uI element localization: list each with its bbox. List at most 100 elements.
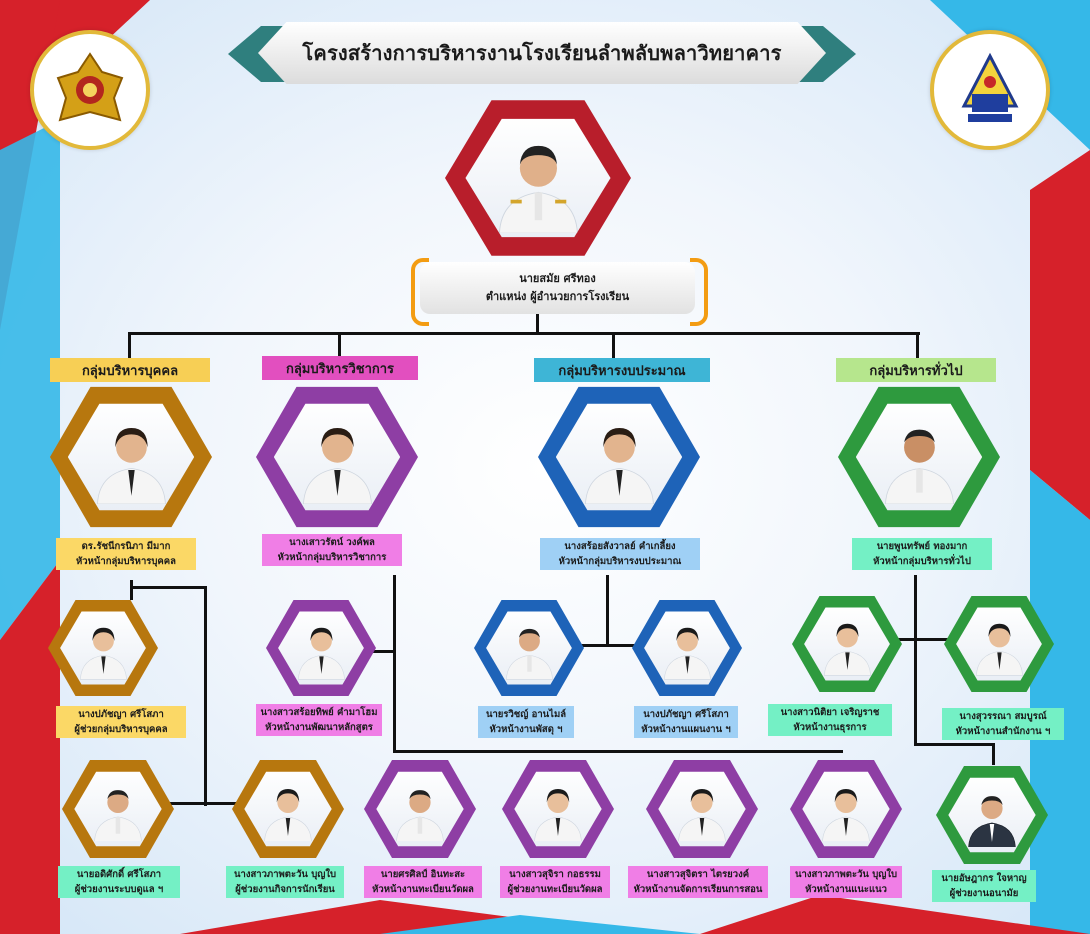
person-avatar xyxy=(884,429,954,504)
pill-left-bracket xyxy=(411,258,429,326)
group-header-budget: กลุ่มบริหารงบประมาณ xyxy=(534,358,710,382)
connector-line xyxy=(916,332,919,358)
head-role: หัวหน้ากลุ่มบริหารทั่วไป xyxy=(873,556,971,567)
staff-photo xyxy=(364,758,476,860)
left-logo xyxy=(30,30,150,150)
director-photo xyxy=(445,97,631,259)
head-name: นางเสาวรัตน์ วงค์พล xyxy=(289,537,375,548)
staff-label: นางสุวรรณา สมบูรณ์ หัวหน้างานสำนักงาน ฯ xyxy=(942,708,1064,740)
head-photo-academic xyxy=(256,384,418,530)
head-label-personnel: ดร.รัชนีกรนิภา มีมาก หัวหน้ากลุ่มบริหารบ… xyxy=(56,538,196,570)
staff-role: ผู้ช่วยงานอนามัย xyxy=(949,888,1019,899)
group-header-personnel: กลุ่มบริหารบุคคล xyxy=(50,358,210,382)
staff-photo xyxy=(502,758,614,860)
connector-line xyxy=(992,743,995,765)
connector-line xyxy=(130,586,206,589)
person-avatar xyxy=(264,788,312,842)
pill-right-bracket xyxy=(690,258,708,326)
head-role: หัวหน้ากลุ่มบริหารงบประมาณ xyxy=(558,556,682,567)
staff-photo xyxy=(944,594,1054,694)
staff-label: นางสาวสร้อยทิพย์ คำมาโฮม หัวหน้างานพัฒนา… xyxy=(256,704,382,736)
staff-photo xyxy=(790,758,902,860)
director-name-plate: นายสมัย ศรีทอง ตำแหน่ง ผู้อำนวยการโรงเรี… xyxy=(420,262,695,314)
staff-role: หัวหน้างานพัฒนาหลักสูตร xyxy=(265,722,373,733)
staff-photo xyxy=(646,758,758,860)
staff-name: นายอดิศักดิ์ ศรีโสภา xyxy=(76,869,162,880)
head-label-budget: นางสร้อยสังวาลย์ คำเกลี้ยง หัวหน้ากลุ่มบ… xyxy=(540,538,700,570)
director-name: นายสมัย ศรีทอง xyxy=(519,272,596,285)
person-avatar xyxy=(396,789,444,842)
person-avatar xyxy=(534,788,582,842)
connector-line xyxy=(570,644,650,647)
head-photo-general xyxy=(838,384,1000,530)
person-avatar xyxy=(823,623,871,676)
school-emblem-icon xyxy=(961,52,1019,122)
staff-role: หัวหน้างานพัสดุ ฯ xyxy=(489,724,563,735)
staff-name: นางสาวสุจิตรา ไตรยวงค์ xyxy=(646,869,750,880)
page-title: โครงสร้างการบริหารงานโรงเรียนลำพลับพลาวิ… xyxy=(302,41,782,65)
person-avatar xyxy=(975,623,1023,676)
staff-name: นางปภัชญา ศรีโสภา xyxy=(643,709,729,720)
banner-plate: โครงสร้างการบริหารงานโรงเรียนลำพลับพลาวิ… xyxy=(258,22,826,84)
director-position: ตำแหน่ง ผู้อำนวยการโรงเรียน xyxy=(485,290,630,303)
head-name: ดร.รัชนีกรนิภา มีมาก xyxy=(81,541,171,552)
staff-role: ผู้ช่วยงานระบบดูแล ฯ xyxy=(74,884,164,895)
staff-name: นางสาวสุจิรา กอธรรม xyxy=(509,869,601,880)
staff-label: นางสาวนิติยา เจริญราช หัวหน้างานธุรการ xyxy=(768,704,892,736)
staff-label: นายรวิชญ์ อานไมล์ หัวหน้างานพัสดุ ฯ xyxy=(478,706,574,738)
right-logo xyxy=(930,30,1050,150)
staff-label: นางสาวสุจิตรา ไตรยวงค์ หัวหน้างานจัดการเ… xyxy=(628,866,768,898)
crest-icon xyxy=(56,52,124,122)
staff-label: นายอัษฎากร ใจหาญ ผู้ช่วยงานอนามัย xyxy=(932,870,1036,902)
staff-label: นางปภัชญา ศรีโสภา หัวหน้างานแผนงาน ฯ xyxy=(634,706,738,738)
staff-role: หัวหน้างานธุรการ xyxy=(793,722,867,733)
person-avatar xyxy=(96,427,166,504)
staff-photo xyxy=(266,598,376,698)
head-name: นางสร้อยสังวาลย์ คำเกลี้ยง xyxy=(564,541,676,552)
staff-name: นายอัษฎากร ใจหาญ xyxy=(941,873,1027,884)
person-avatar xyxy=(302,427,372,504)
head-role: หัวหน้ากลุ่มบริหารบุคคล xyxy=(76,556,176,567)
staff-photo xyxy=(632,598,742,698)
staff-role: หัวหน้างานแนะแนว xyxy=(805,884,887,895)
person-avatar xyxy=(584,427,654,504)
staff-label: นางสาวภาพตะวัน บุญใบ หัวหน้างานแนะแนว xyxy=(790,866,902,898)
staff-name: นายรวิชญ์ อานไมล์ xyxy=(485,709,567,720)
staff-photo xyxy=(936,764,1048,866)
person-avatar xyxy=(678,788,726,842)
staff-name: นางสาวนิติยา เจริญราช xyxy=(780,707,880,718)
connector-line xyxy=(880,638,960,641)
connector-line xyxy=(130,580,133,600)
head-photo-personnel xyxy=(50,384,212,530)
connector-line xyxy=(606,575,609,647)
staff-name: นางปภัชญา ศรีโสภา xyxy=(78,709,164,720)
staff-label: นางสาวสุจิรา กอธรรม ผู้ช่วยงานทะเบียนวัด… xyxy=(500,866,610,898)
staff-name: นางสาวภาพตะวัน บุญใบ xyxy=(234,869,336,880)
connector-line xyxy=(360,650,396,653)
staff-name: นางสาวภาพตะวัน บุญใบ xyxy=(795,869,897,880)
staff-photo xyxy=(474,598,584,698)
connector-line xyxy=(393,575,396,753)
connector-line xyxy=(393,750,843,753)
person-avatar xyxy=(79,627,127,680)
staff-name: นางสาวสร้อยทิพย์ คำมาโฮม xyxy=(260,707,378,718)
staff-role: ผู้ช่วยงานกิจการนักเรียน xyxy=(235,884,335,895)
staff-label: นางสาวภาพตะวัน บุญใบ ผู้ช่วยงานกิจการนัก… xyxy=(226,866,344,898)
staff-role: ผู้ช่วยกลุ่มบริหารบุคคล xyxy=(74,724,168,735)
head-role: หัวหน้ากลุ่มบริหารวิชาการ xyxy=(277,552,387,563)
staff-label: นายอดิศักดิ์ ศรีโสภา ผู้ช่วยงานระบบดูแล … xyxy=(58,866,180,898)
head-label-general: นายพูนทรัพย์ ทองมาก หัวหน้ากลุ่มบริหารทั… xyxy=(852,538,992,570)
connector-line xyxy=(536,312,539,334)
head-photo-budget xyxy=(538,384,700,530)
connector-line xyxy=(204,586,207,806)
staff-photo xyxy=(62,758,174,860)
connector-line xyxy=(150,802,250,805)
person-avatar xyxy=(968,795,1016,848)
staff-role: หัวหน้างานทะเบียนวัดผล xyxy=(372,884,474,895)
person-avatar xyxy=(505,629,553,680)
staff-role: หัวหน้างานจัดการเรียนการสอน xyxy=(633,884,763,895)
staff-role: หัวหน้างานสำนักงาน ฯ xyxy=(955,726,1051,737)
group-header-general: กลุ่มบริหารทั่วไป xyxy=(836,358,996,382)
connector-line xyxy=(128,332,131,358)
staff-name: นายศรศิลป์ อินทะสะ xyxy=(380,869,466,880)
